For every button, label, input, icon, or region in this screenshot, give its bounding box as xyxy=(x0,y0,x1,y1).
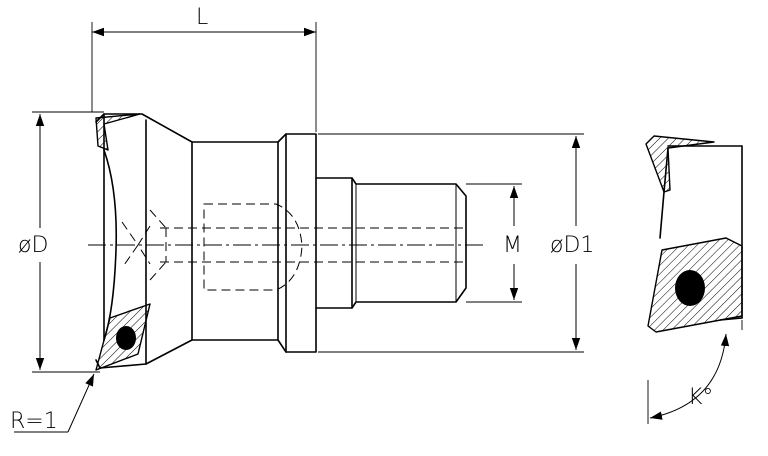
top-insert xyxy=(95,113,141,151)
label-outer-diameter: øD xyxy=(18,233,48,258)
dimension-thread: M xyxy=(466,183,522,303)
dimension-corner-radius: R=1 xyxy=(10,373,95,434)
threaded-shank-outline xyxy=(315,177,467,309)
angle-arc xyxy=(649,333,730,420)
label-corner-radius: R=1 xyxy=(10,409,58,434)
insert-hole xyxy=(116,326,136,350)
detail-top-insert xyxy=(645,135,715,193)
tool-body xyxy=(88,113,486,371)
label-length: L xyxy=(196,5,208,30)
cutter-head-outline xyxy=(95,113,193,369)
side-detail-view: K° xyxy=(645,135,743,424)
flange-outline xyxy=(277,133,317,353)
dimension-shank-diameter: øD1 xyxy=(318,133,594,353)
internal-bore-hidden xyxy=(203,203,303,291)
label-shank-diameter: øD1 xyxy=(550,233,594,258)
label-lead-angle: K° xyxy=(688,385,713,410)
label-thread: M xyxy=(503,233,522,258)
dimension-length: L xyxy=(91,5,317,132)
dimension-outer-diameter: øD xyxy=(18,111,104,373)
detail-insert-hole xyxy=(675,270,705,306)
